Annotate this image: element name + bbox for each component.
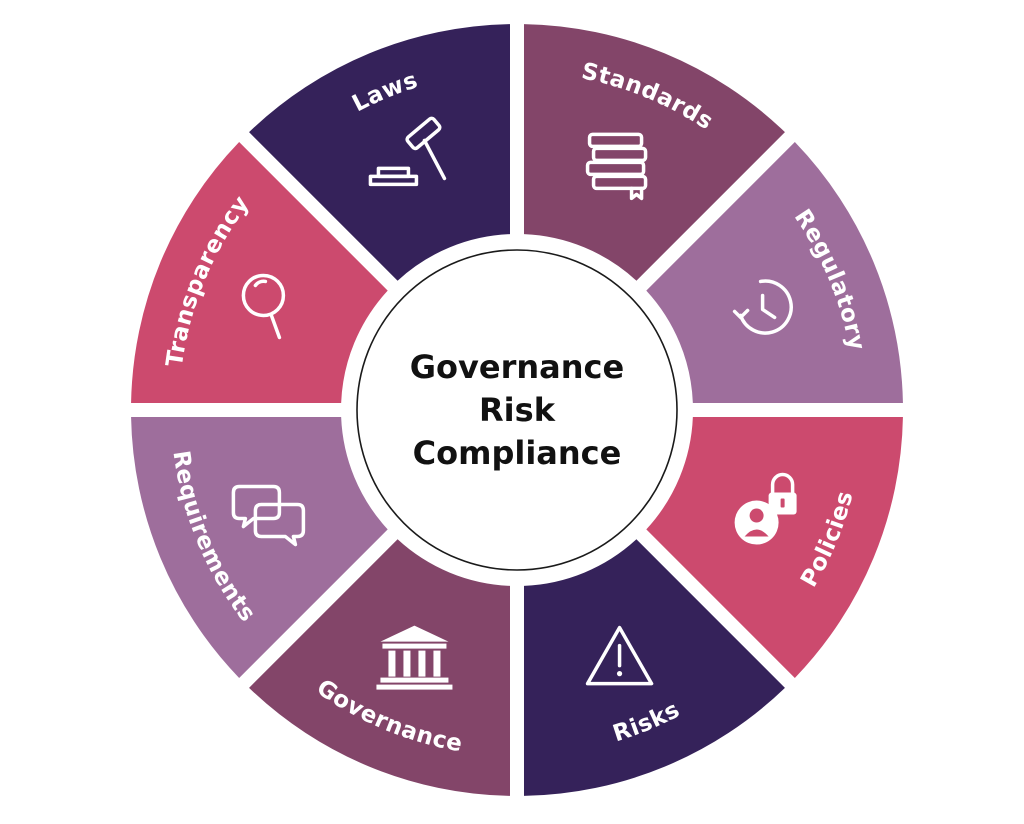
segment-wedge (646, 142, 903, 404)
gavel-icon (368, 116, 447, 187)
segment-wedge (249, 539, 511, 796)
magnifier-icon (241, 273, 286, 340)
institution-icon (376, 625, 453, 690)
user-lock-icon (734, 472, 797, 545)
segment-risks: Risks (523, 539, 785, 796)
books-icon (585, 132, 648, 201)
segment-transparency: Transparency (131, 142, 388, 404)
center-hub: Governance Risk Compliance (356, 249, 678, 571)
center-title-line-1: Governance (410, 348, 624, 386)
chat-bubbles-icon (231, 484, 306, 547)
segment-laws: Laws (249, 24, 511, 281)
segment-governance: Governance (249, 539, 511, 796)
segment-requirements: Requirements (131, 416, 388, 678)
warning-icon (585, 625, 654, 686)
segment-wedge (131, 416, 388, 678)
segment-regulatory: Regulatory (646, 142, 903, 404)
segment-wedge (523, 24, 785, 281)
center-title-line-2: Risk (479, 391, 556, 429)
segment-wedge (249, 24, 511, 281)
segment-wedge (131, 142, 388, 404)
segments-layer: StandardsRegulatoryPoliciesRisksGovernan… (131, 24, 903, 796)
segment-wedge (646, 416, 903, 678)
segment-policies: Policies (646, 416, 903, 678)
center-title-line-3: Compliance (413, 434, 622, 472)
center-circle (356, 249, 678, 571)
segment-standards: Standards (523, 24, 785, 281)
segment-wedge (523, 539, 785, 796)
clock-icon (732, 279, 793, 335)
